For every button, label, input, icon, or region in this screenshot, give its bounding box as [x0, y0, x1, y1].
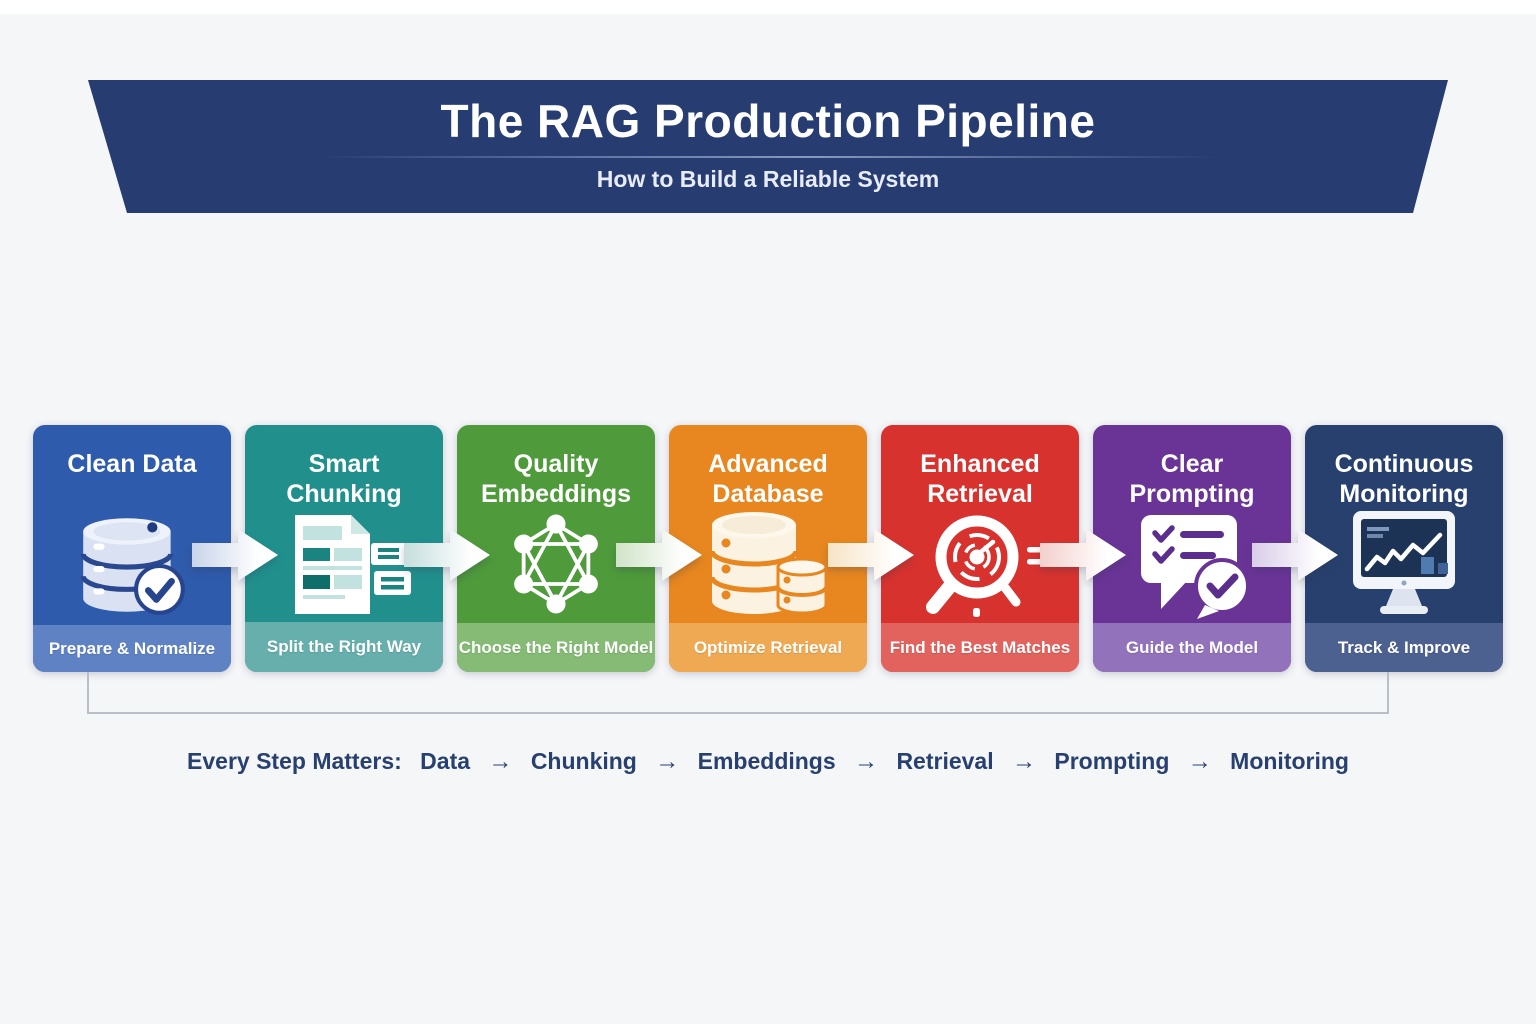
- card-caption-strip: Find the Best Matches: [881, 623, 1079, 672]
- flow-arrow-icon: [1040, 524, 1126, 586]
- card-caption-strip: Track & Improve: [1305, 623, 1503, 672]
- card-title: Smart Chunking: [286, 450, 402, 508]
- connector-line-bottom: [87, 712, 1389, 714]
- card-caption: Find the Best Matches: [889, 637, 1071, 657]
- search-radar-icon: [881, 505, 1079, 623]
- chat-checklist-icon: [1093, 505, 1291, 623]
- right-arrow-icon: →: [1187, 748, 1212, 775]
- right-arrow-icon: →: [1012, 748, 1036, 775]
- summary-step-embeddings: Embeddings: [697, 748, 836, 774]
- connector-line-right: [1387, 672, 1389, 714]
- card-title: Clean Data: [67, 450, 197, 478]
- flow-arrow-icon: [828, 524, 914, 586]
- card-caption: Guide the Model: [1125, 637, 1259, 657]
- flow-arrow-icon: [192, 524, 278, 586]
- flow-arrow-icon: [1252, 524, 1338, 586]
- card-caption: Optimize Retrieval: [693, 637, 843, 657]
- card-caption-strip: Guide the Model: [1093, 623, 1291, 672]
- card-title: Advanced Database: [708, 450, 828, 508]
- card-caption: Split the Right Way: [266, 637, 422, 656]
- flow-arrow-icon: [404, 524, 490, 586]
- card-caption: Track & Improve: [1337, 637, 1471, 657]
- summary-label: Every Step Matters:: [187, 748, 402, 774]
- banner: The RAG Production Pipeline How to Build…: [88, 80, 1448, 213]
- connector-line-left: [87, 672, 89, 714]
- card-title: Continuous Monitoring: [1334, 450, 1474, 508]
- database-pair-icon: [669, 505, 867, 623]
- page-subtitle: How to Build a Reliable System: [596, 166, 940, 192]
- summary-line: Every Step Matters: Data → Chunking → Em…: [0, 748, 1536, 776]
- summary-step-prompting: Prompting: [1054, 748, 1170, 774]
- pipeline-cards-row: Clean Data Prepare & Normalize: [33, 425, 1503, 672]
- top-white-strip: [0, 0, 1536, 14]
- summary-step-data: Data: [420, 748, 471, 774]
- card-title: Clear Prompting: [1129, 450, 1255, 508]
- card-caption-strip: Choose the Right Model: [457, 623, 655, 672]
- monitor-chart-icon: [1305, 505, 1503, 623]
- right-arrow-icon: →: [854, 748, 879, 775]
- card-caption-strip: Prepare & Normalize: [33, 625, 231, 672]
- card-caption: Choose the Right Model: [458, 637, 654, 657]
- summary-step-monitoring: Monitoring: [1230, 748, 1349, 774]
- document-chunks-icon: [245, 505, 443, 622]
- banner-divider: [318, 156, 1218, 158]
- right-arrow-icon: →: [655, 748, 680, 775]
- right-arrow-icon: →: [488, 748, 513, 775]
- network-graph-icon: [457, 505, 655, 623]
- card-caption-strip: Optimize Retrieval: [669, 623, 867, 672]
- card-title: Quality Embeddings: [480, 450, 631, 508]
- flow-arrow-icon: [616, 524, 702, 586]
- card-title: Enhanced Retrieval: [920, 450, 1040, 508]
- database-check-icon: [33, 505, 231, 625]
- summary-step-retrieval: Retrieval: [896, 748, 994, 774]
- card-caption-strip: Split the Right Way: [245, 622, 443, 672]
- summary-step-chunking: Chunking: [530, 748, 637, 774]
- card-advanced-database: Advanced Database: [669, 425, 867, 672]
- page-title: The RAG Production Pipeline: [440, 95, 1096, 147]
- card-caption: Prepare & Normalize: [48, 638, 216, 658]
- card-continuous-monitoring: Continuous Monitoring Track & Improve: [1305, 425, 1503, 672]
